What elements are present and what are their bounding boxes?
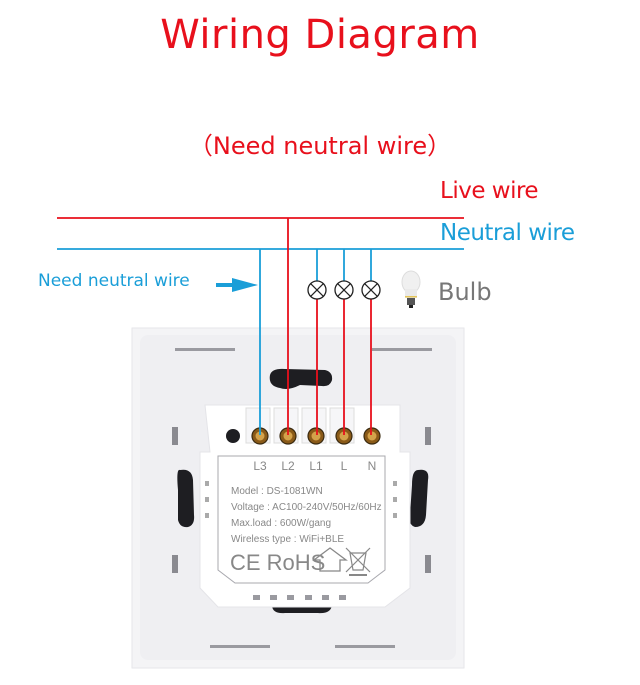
terminal-screw-l1 — [307, 427, 325, 445]
certification-marks: CE RoHS — [230, 550, 325, 575]
light-bulb-icon — [401, 270, 421, 308]
terminal-screw-l3 — [251, 427, 269, 445]
terminal-group — [251, 427, 381, 445]
diagram-subtitle: （Need neutral wire） — [188, 132, 452, 160]
terminal-labels: L3 L2 L1 L N — [253, 459, 376, 473]
spec-line: Wireless type : WiFi+BLE — [231, 534, 344, 545]
wires — [57, 217, 464, 435]
terminal-label: L — [341, 459, 348, 473]
terminal-label: L2 — [281, 459, 295, 473]
terminal-label: L1 — [309, 459, 323, 473]
spec-line: Max.load : 600W/gang — [231, 518, 331, 529]
arrow-right-icon — [216, 278, 258, 292]
diagram-title: Wiring Diagram — [160, 12, 480, 58]
lamp-symbol-icon — [307, 280, 327, 300]
house-icon — [312, 547, 348, 572]
reset-button-icon — [226, 429, 240, 443]
crossed-bin-icon — [345, 547, 371, 576]
lamp-symbol-icon — [361, 280, 381, 300]
terminal-screw-n — [363, 427, 381, 445]
terminal-label: N — [368, 459, 377, 473]
lamp-symbol-icon — [334, 280, 354, 300]
switch-plate — [131, 327, 465, 669]
neutral-wire-label: Neutral wire — [440, 220, 575, 246]
spec-line: Model : DS-1081WN — [231, 486, 323, 497]
terminal-label: L3 — [253, 459, 267, 473]
spec-line: Voltage : AC100-240V/50Hz/60Hz — [231, 502, 382, 513]
bulb-label: Bulb — [438, 278, 492, 306]
live-wire-label: Live wire — [440, 178, 539, 204]
need-neutral-wire-label: Need neutral wire — [38, 271, 190, 291]
spec-label: Model : DS-1081WN Voltage : AC100-240V/50… — [231, 486, 382, 545]
